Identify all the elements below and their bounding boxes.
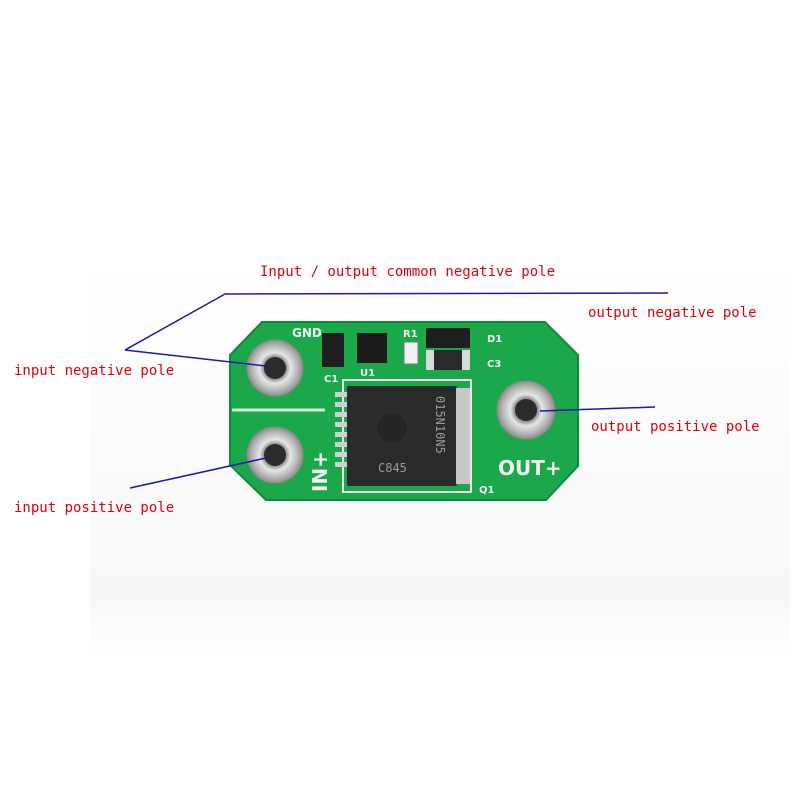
label-output-positive: output positive pole: [591, 419, 760, 435]
terminal-output-positive: [496, 380, 556, 440]
leader-common-negative: [224, 292, 669, 295]
leader-lines: [124, 292, 669, 489]
silk-c3: C3: [487, 359, 501, 370]
silk-u1: U1: [360, 368, 375, 379]
label-common-negative: Input / output common negative pole: [260, 264, 555, 280]
silk-out-plus: OUT+: [498, 456, 562, 480]
ic-u1: [357, 333, 387, 363]
chip-marking-line1: 015N10N5: [433, 396, 447, 454]
mosfet-leads: [335, 392, 347, 467]
leader-input-negative-a: [124, 293, 226, 351]
silk-r1: R1: [403, 329, 418, 340]
diode-d1: [426, 328, 470, 348]
silk-c1: C1: [324, 374, 338, 385]
chip-marking-line2: C845: [378, 461, 407, 475]
terminal-input-negative: [246, 339, 304, 397]
leader-input-positive: [129, 457, 267, 489]
pcb-board: C845 015N10N5 GND C1 U1 R1 D1 C3 Q1 OUT+…: [229, 321, 579, 501]
mosfet-tab: [456, 388, 470, 484]
capacitor-c1: [322, 333, 344, 367]
mosfet-pin1-dot: [375, 411, 409, 445]
leader-input-negative-b: [124, 349, 267, 367]
capacitor-c3: [426, 350, 470, 370]
leader-output-positive: [539, 406, 656, 412]
silk-q1: Q1: [479, 485, 495, 496]
label-input-positive: input positive pole: [14, 500, 174, 516]
label-input-negative: input negative pole: [14, 363, 174, 379]
resistor-r1: [403, 341, 419, 365]
terminal-input-positive: [246, 426, 304, 484]
label-output-negative: output negative pole: [588, 305, 757, 321]
silk-d1: D1: [487, 334, 502, 345]
silk-gnd: GND: [292, 326, 322, 340]
annotation-labels: Input / output common negative pole outp…: [14, 264, 760, 516]
silk-in-plus: IN+: [308, 451, 332, 492]
